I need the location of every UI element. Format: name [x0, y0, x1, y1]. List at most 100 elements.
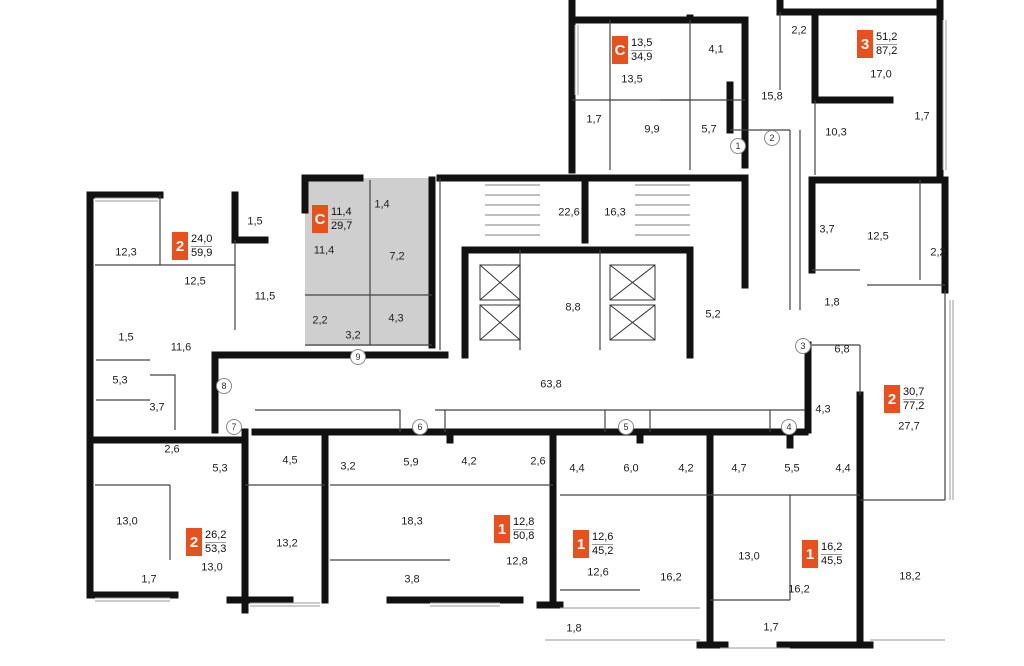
door-number: 9 — [350, 349, 366, 365]
room-area-label: 4,3 — [388, 312, 404, 325]
room-area-label: 17,0 — [870, 68, 892, 81]
apartment-areas: 26,2 53,3 — [205, 529, 227, 556]
room-area-label: 27,7 — [898, 420, 920, 433]
apartment-rooms: С — [612, 36, 628, 64]
room-area-label: 5,7 — [701, 123, 717, 136]
total-area: 45,5 — [821, 553, 843, 567]
window-lines — [95, 20, 954, 649]
room-area-label: 16,2 — [788, 583, 810, 596]
room-area-label: 4,4 — [835, 462, 851, 475]
room-area-label: 7,2 — [389, 250, 405, 263]
room-area-label: 2,2 — [930, 246, 946, 259]
thin-lines — [95, 12, 946, 601]
room-area-label: 11,5 — [254, 290, 276, 303]
room-area-label: 12,8 — [506, 555, 528, 568]
room-area-label: 6,8 — [834, 343, 850, 356]
apartment-areas: 11,4 29,7 — [331, 206, 353, 233]
door-number: 8 — [216, 378, 232, 394]
room-area-label: 13,2 — [276, 537, 298, 550]
room-area-label: 3,2 — [345, 329, 361, 342]
apartment-badge-1-room-45-5[interactable]: 1 16,2 45,5 — [802, 540, 843, 568]
total-area: 87,2 — [876, 43, 898, 57]
room-area-label: 8,8 — [565, 301, 581, 314]
room-area-label: 3,7 — [819, 223, 835, 236]
apartment-badge-2-room-59-9[interactable]: 2 24,0 59,9 — [172, 232, 213, 260]
total-area: 45,2 — [592, 543, 614, 557]
door-number: 5 — [618, 419, 634, 435]
room-area-label: 12,5 — [867, 230, 889, 243]
apartment-rooms: 2 — [884, 385, 900, 413]
room-area-label: 2,6 — [164, 443, 180, 456]
room-area-label: 12,5 — [184, 275, 206, 288]
living-area: 12,6 — [592, 530, 614, 543]
apartment-areas: 24,0 59,9 — [191, 232, 213, 260]
stairs — [485, 184, 690, 236]
apartment-badge-1-room-45-2[interactable]: 1 12,6 45,2 — [573, 530, 614, 558]
room-area-label: 63,8 — [540, 378, 562, 391]
door-number: 2 — [764, 130, 780, 146]
room-area-label: 18,2 — [899, 570, 921, 583]
total-area: 50,8 — [513, 528, 535, 542]
room-area-label: 5,9 — [403, 456, 419, 469]
door-number: 7 — [226, 419, 242, 435]
room-area-label: 4,4 — [569, 462, 585, 475]
room-area-label: 2,2 — [312, 314, 328, 327]
total-area: 53,3 — [205, 541, 227, 555]
living-area: 13,5 — [631, 36, 653, 49]
room-area-label: 13,0 — [738, 550, 760, 563]
room-area-label: 3,2 — [340, 460, 356, 473]
apartment-badge-3-room-87-2[interactable]: 3 51,2 87,2 — [857, 30, 898, 58]
walls — [86, 0, 949, 649]
apartment-badge-studio-34-9[interactable]: С 13,5 34,9 — [612, 36, 653, 64]
room-area-label: 11,6 — [170, 341, 192, 354]
room-area-label: 16,3 — [604, 206, 626, 219]
room-area-label: 4,3 — [815, 403, 831, 416]
apartment-rooms: 3 — [857, 30, 873, 58]
room-area-label: 5,5 — [784, 462, 800, 475]
apartment-rooms: 1 — [494, 515, 510, 543]
living-area: 12,8 — [513, 515, 535, 528]
room-area-label: 4,2 — [461, 455, 477, 468]
room-area-label: 2,2 — [791, 24, 807, 37]
room-area-label: 15,8 — [761, 90, 783, 103]
living-area: 30,7 — [903, 385, 925, 398]
room-area-label: 1,7 — [914, 110, 930, 123]
room-area-label: 12,3 — [115, 246, 137, 259]
apartment-badge-2-room-77-2[interactable]: 2 30,7 77,2 — [884, 385, 925, 413]
total-area: 29,7 — [331, 218, 353, 232]
room-area-label: 1,5 — [118, 331, 134, 344]
room-area-label: 5,3 — [112, 374, 128, 387]
room-area-label: 4,7 — [731, 462, 747, 475]
room-area-label: 1,7 — [141, 573, 157, 586]
total-area: 34,9 — [631, 49, 653, 63]
room-area-label: 1,8 — [566, 622, 582, 635]
living-area: 51,2 — [876, 30, 898, 43]
room-area-label: 1,5 — [247, 215, 263, 228]
room-area-label: 1,8 — [824, 296, 840, 309]
apartment-areas: 12,6 45,2 — [592, 530, 614, 558]
apartment-badge-studio-29-7[interactable]: С 11,4 29,7 — [312, 205, 353, 233]
apartment-areas: 13,5 34,9 — [631, 36, 653, 64]
living-area: 16,2 — [821, 540, 843, 553]
apartment-rooms: 2 — [186, 528, 202, 556]
room-area-label: 5,3 — [212, 462, 228, 475]
room-area-label: 3,7 — [149, 401, 165, 414]
room-area-label: 10,3 — [825, 126, 847, 139]
apartment-areas: 51,2 87,2 — [876, 30, 898, 58]
door-number: 6 — [412, 419, 428, 435]
room-area-label: 5,2 — [705, 308, 721, 321]
room-area-label: 18,3 — [401, 515, 423, 528]
room-area-label: 4,2 — [678, 462, 694, 475]
room-area-label: 12,6 — [587, 566, 609, 579]
apartment-badge-2-room-53-3[interactable]: 2 26,2 53,3 — [186, 528, 227, 556]
room-area-label: 11,4 — [313, 244, 335, 257]
room-area-label: 6,0 — [623, 462, 639, 475]
apartment-badge-1-room-50-8[interactable]: 1 12,8 50,8 — [494, 515, 535, 543]
room-area-label: 22,6 — [558, 206, 580, 219]
apartment-areas: 30,7 77,2 — [903, 385, 925, 413]
living-area: 24,0 — [191, 232, 213, 245]
apartment-areas: 12,8 50,8 — [513, 515, 535, 543]
apartment-rooms: 1 — [802, 540, 818, 568]
room-area-label: 4,1 — [708, 43, 724, 56]
